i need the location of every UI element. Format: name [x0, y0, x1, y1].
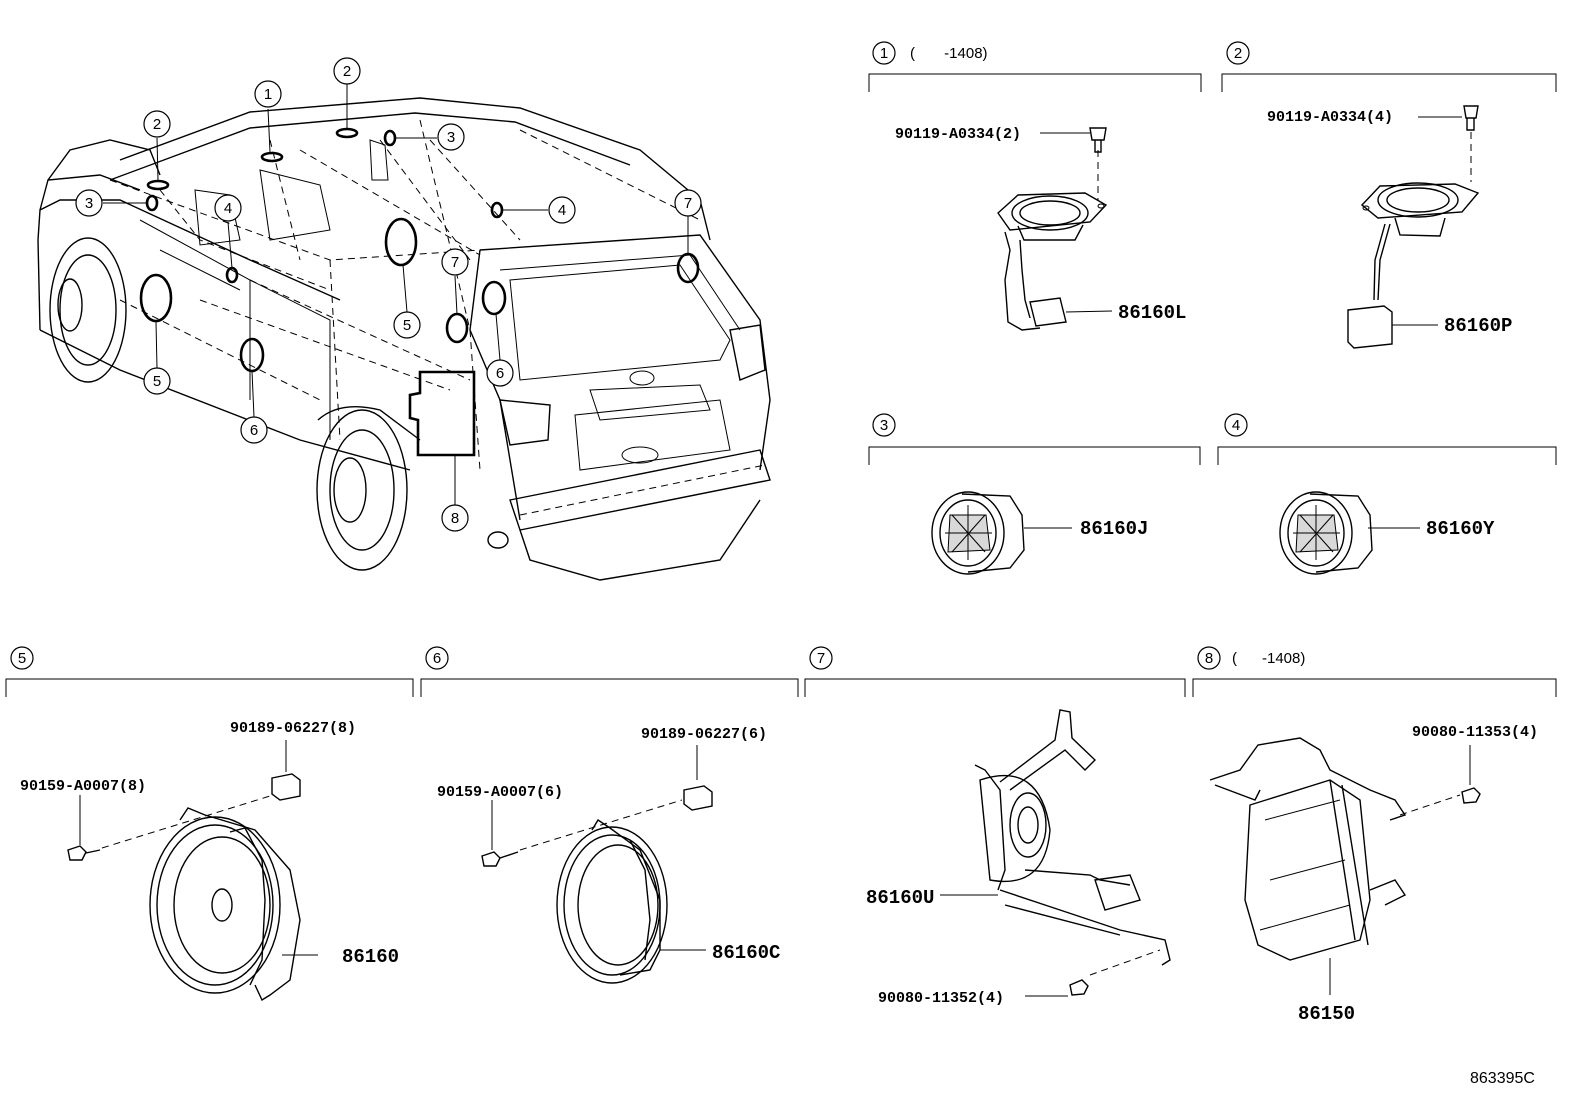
- svg-text:2: 2: [1234, 45, 1242, 62]
- vehicle-callout-5: 5: [393, 311, 421, 339]
- vehicle-callout-6: 6: [486, 359, 514, 387]
- section-number-6: 6: [425, 646, 449, 670]
- vehicle-callout-3: 3: [437, 123, 465, 151]
- part-86160-illustration: [67, 740, 318, 1002]
- svg-text:8: 8: [1205, 650, 1213, 667]
- svg-text:1: 1: [880, 45, 888, 62]
- section-number-3: 3: [872, 413, 896, 437]
- svg-text:4: 4: [224, 200, 232, 217]
- svg-text:6: 6: [433, 650, 441, 667]
- vehicle-callout-2: 2: [143, 110, 171, 138]
- section-number-1: 1: [872, 41, 896, 65]
- vehicle-callout-7: 7: [674, 189, 702, 217]
- part-label-86160L: 86160L: [1118, 302, 1186, 324]
- ref-label-clip-5: 90189-06227(8): [230, 720, 356, 737]
- section-number-4: 4: [1224, 413, 1248, 437]
- ref-label-screw-2: 90119-A0334(4): [1267, 109, 1393, 126]
- svg-text:4: 4: [558, 202, 566, 219]
- section-1-range: ( -1408): [910, 45, 988, 62]
- vehicle-callout-8: 8: [441, 504, 469, 532]
- svg-text:7: 7: [817, 650, 825, 667]
- svg-text:6: 6: [496, 365, 504, 382]
- vehicle-callout-4: 4: [214, 194, 242, 222]
- part-label-86160P: 86160P: [1444, 315, 1512, 337]
- svg-text:2: 2: [343, 63, 351, 80]
- vehicle-callouts: 1 2 2 3 3 4 4 5 5 6 6 7 7 8: [75, 57, 702, 532]
- svg-text:7: 7: [451, 254, 459, 271]
- svg-text:4: 4: [1232, 417, 1240, 434]
- vehicle-callout-7: 7: [441, 248, 469, 276]
- section-number-7: 7: [809, 646, 833, 670]
- svg-text:5: 5: [403, 317, 411, 334]
- vehicle-callout-2: 2: [333, 57, 361, 85]
- vehicle-callout-6: 6: [240, 416, 268, 444]
- svg-text:8: 8: [451, 510, 459, 527]
- svg-text:3: 3: [880, 417, 888, 434]
- vehicle-callout-4: 4: [548, 196, 576, 224]
- part-86160P-illustration: [1347, 105, 1480, 349]
- vehicle-callout-3: 3: [75, 189, 103, 217]
- svg-text:5: 5: [153, 373, 161, 390]
- ref-label-screw-6: 90159-A0007(6): [437, 784, 563, 801]
- part-label-86150: 86150: [1298, 1003, 1355, 1025]
- ref-label-bolt-8: 90080-11353(4): [1412, 724, 1538, 741]
- ref-label-screw-5: 90159-A0007(8): [20, 778, 146, 795]
- svg-text:2: 2: [153, 116, 161, 133]
- section-8-range: ( -1408): [1232, 650, 1305, 667]
- diagram-code: 863395C: [1470, 1070, 1535, 1087]
- part-label-86160U: 86160U: [866, 887, 934, 909]
- section-number-8: 8: [1197, 646, 1221, 670]
- vehicle-callout-1: 1: [254, 80, 282, 108]
- svg-text:6: 6: [250, 422, 258, 439]
- svg-text:5: 5: [18, 650, 26, 667]
- part-label-86160C: 86160C: [712, 942, 780, 964]
- vehicle-illustration: [37, 78, 771, 581]
- part-86160J-illustration: [931, 491, 1072, 575]
- section-headers: [5, 73, 1557, 697]
- section-number-5: 5: [10, 646, 34, 670]
- svg-text:3: 3: [85, 195, 93, 212]
- svg-text:3: 3: [447, 129, 455, 146]
- section-number-2: 2: [1226, 41, 1250, 65]
- ref-label-screw-1: 90119-A0334(2): [895, 126, 1021, 143]
- part-label-86160: 86160: [342, 946, 399, 968]
- svg-text:7: 7: [684, 195, 692, 212]
- part-86160L-illustration: [997, 127, 1113, 331]
- part-86160U-illustration: [940, 709, 1171, 997]
- part-86160C-illustration: [481, 745, 713, 984]
- vehicle-callout-5: 5: [143, 367, 171, 395]
- svg-text:1: 1: [264, 86, 272, 103]
- ref-label-clip-6: 90189-06227(6): [641, 726, 767, 743]
- ref-label-bolt-7: 90080-11352(4): [878, 990, 1004, 1007]
- part-label-86160J: 86160J: [1080, 518, 1148, 540]
- part-label-86160Y: 86160Y: [1426, 518, 1495, 540]
- part-86160Y-illustration: [1279, 491, 1420, 575]
- part-86150-illustration: [1209, 737, 1481, 995]
